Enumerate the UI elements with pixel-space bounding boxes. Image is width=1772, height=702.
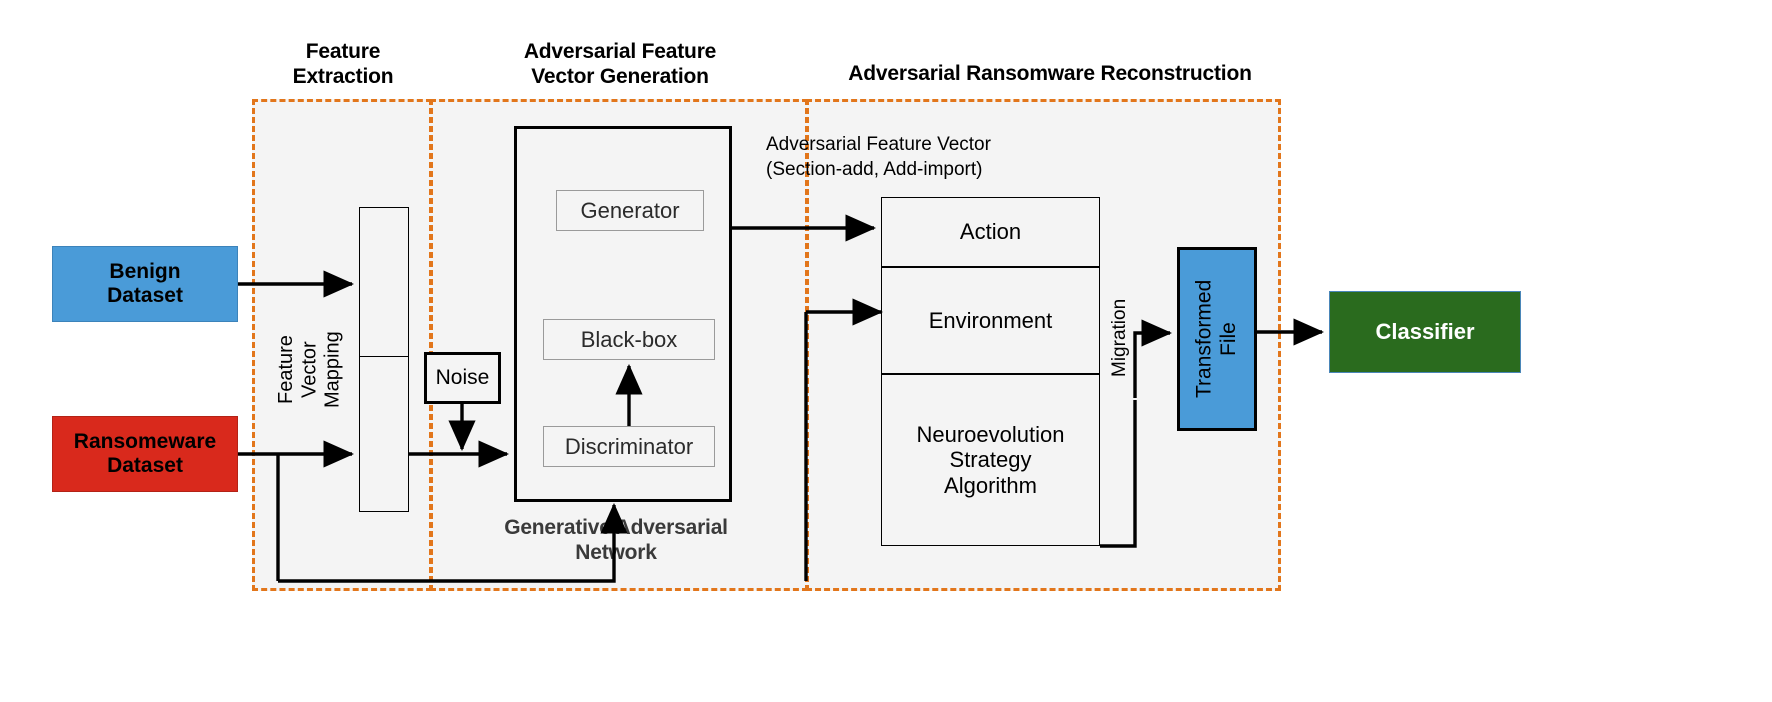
gan-caption: Generative Adversarial Network xyxy=(504,516,728,564)
generator-box: Generator xyxy=(556,190,704,231)
feature-vector-mapping-box xyxy=(359,207,409,512)
phase-title-feature-extraction: Feature Extraction xyxy=(292,40,394,88)
feature-vector-mapping-divider xyxy=(359,356,409,357)
feature-vector-mapping-label: Feature Vector Mapping xyxy=(275,331,344,409)
benign-dataset-block: Benign Dataset xyxy=(52,246,238,322)
migration-label: Migration xyxy=(1108,298,1130,378)
transformed-file-box: Transformed File xyxy=(1177,247,1257,431)
environment-box: Environment xyxy=(881,267,1100,374)
action-box: Action xyxy=(881,197,1100,267)
classifier-box: Classifier xyxy=(1329,291,1521,373)
adversarial-feature-vector-label: Adversarial Feature Vector (Section-add,… xyxy=(766,134,991,180)
phase-title-adversarial-feature-vector-generation: Adversarial Feature Vector Generation xyxy=(523,40,717,88)
discriminator-box: Discriminator xyxy=(543,426,715,467)
phase-title-adversarial-ransomware-reconstruction: Adversarial Ransomware Reconstruction xyxy=(848,62,1252,85)
black-box-box: Black-box xyxy=(543,319,715,360)
noise-box: Noise xyxy=(424,352,501,404)
ransomeware-dataset-block: Ransomeware Dataset xyxy=(52,416,238,492)
neuroevolution-strategy-algorithm-box: Neuroevolution Strategy Algorithm xyxy=(881,374,1100,546)
